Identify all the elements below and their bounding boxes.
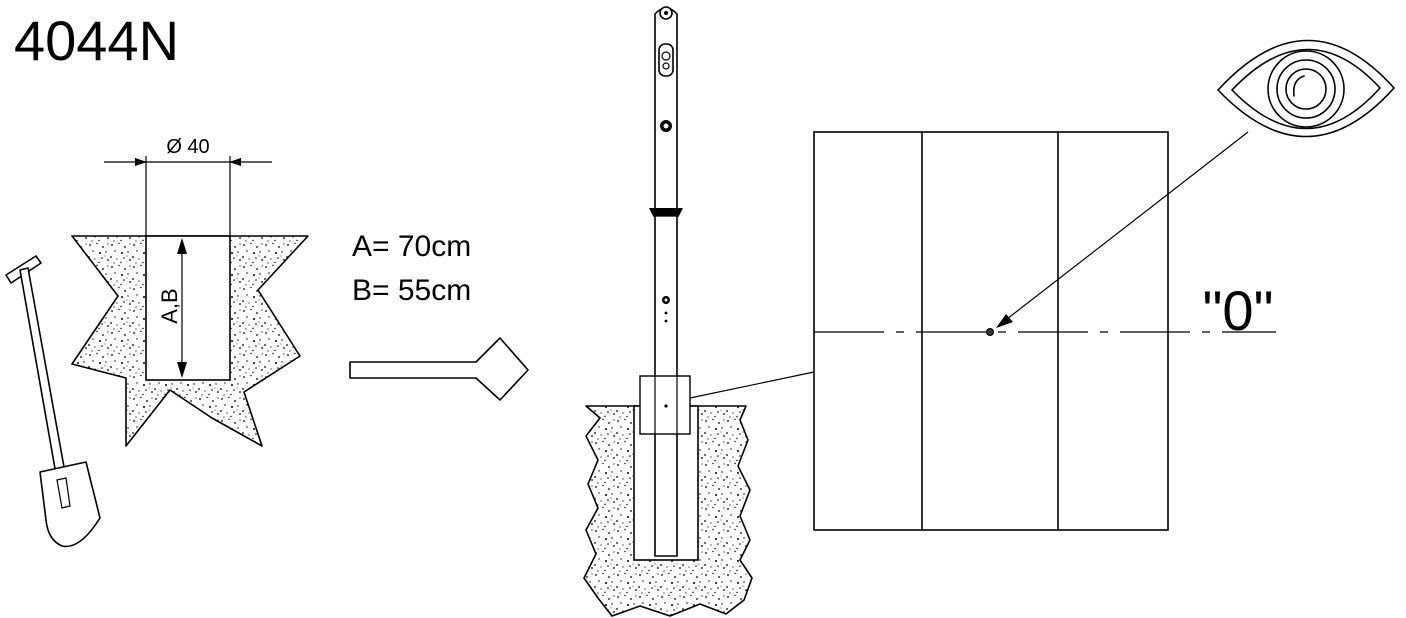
level-mark (986, 328, 994, 336)
detail-leader-line (689, 371, 815, 399)
dimension-b-label: B= 55cm (352, 274, 471, 307)
hole-depth-label: A,B (157, 288, 182, 323)
right-arrow-icon (349, 337, 529, 401)
post-body (654, 7, 678, 557)
eye-icon (1217, 39, 1395, 138)
shovel-icon (5, 255, 101, 548)
detail-callout-box (639, 375, 691, 435)
dimension-a-label: A= 70cm (352, 230, 471, 263)
zero-level-label: "0" (1203, 279, 1274, 342)
model-code: 4044N (14, 9, 179, 72)
post-in-ground (583, 6, 753, 617)
detail-view: "0" (813, 131, 1276, 531)
hole-diameter-label: Ø 40 (166, 136, 209, 158)
hole-cavity (145, 235, 231, 381)
soil-with-hole: Ø 40 A,B (71, 136, 309, 447)
